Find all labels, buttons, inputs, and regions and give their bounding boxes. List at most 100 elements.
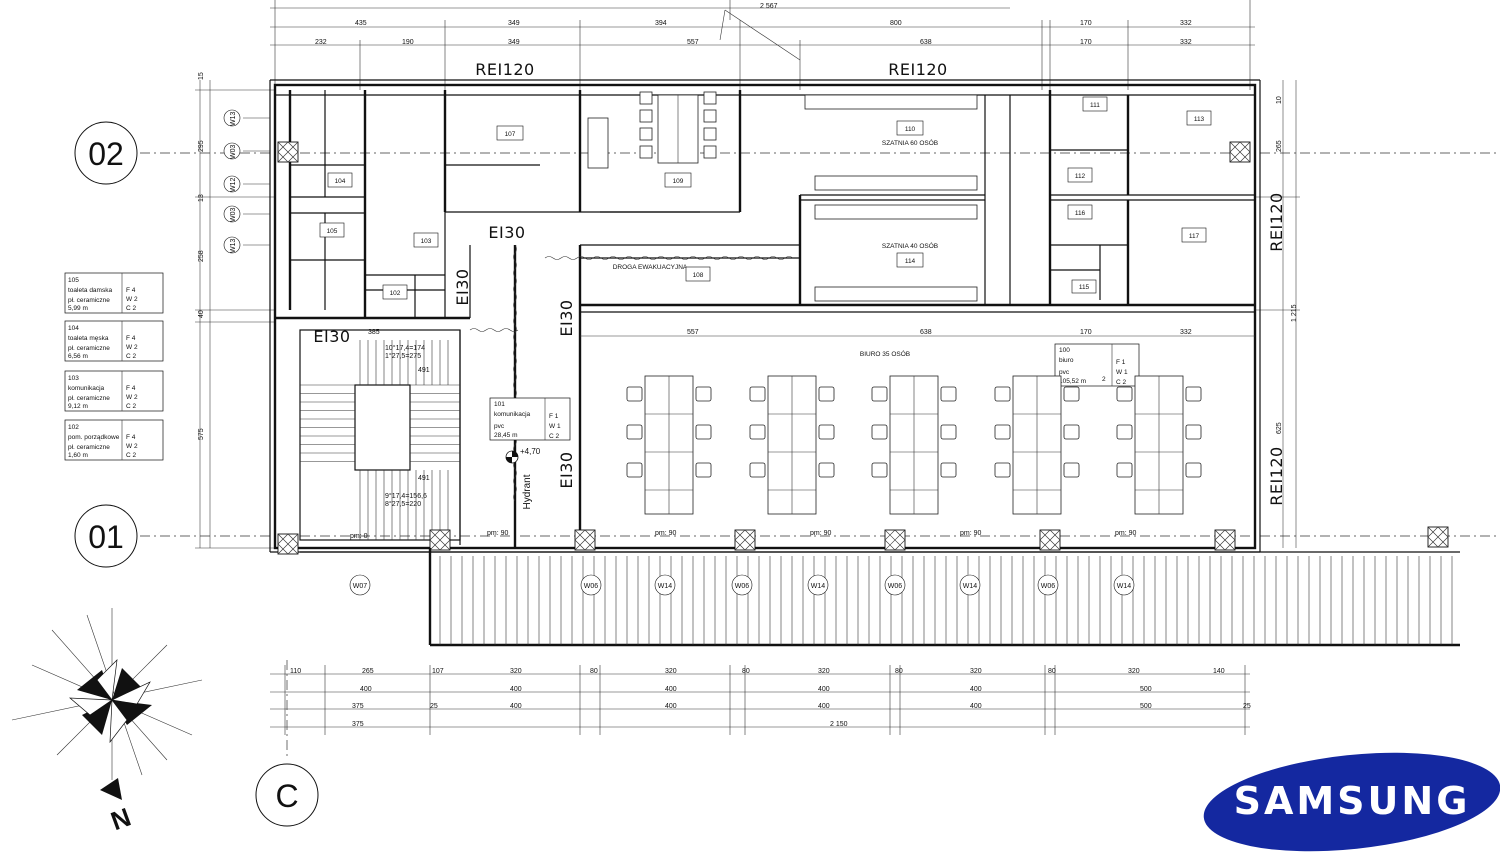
chair [695, 462, 712, 478]
desk-cluster [749, 375, 835, 515]
chair [1185, 386, 1202, 402]
facade-window-tag [1113, 574, 1135, 596]
window-tag [223, 142, 241, 160]
room-116: 116 [1075, 210, 1086, 217]
legend-f: F 4 [126, 434, 136, 441]
svg-text:pvc: pvc [494, 423, 505, 430]
legend-box [64, 272, 164, 314]
legend-name: toaleta męska [68, 335, 109, 342]
dim-bottom1: 107 [432, 668, 444, 675]
room-109: 109 [673, 178, 684, 185]
legend-f: F 4 [126, 335, 136, 342]
dim-bottom1: 80 [742, 668, 750, 675]
room-107: 107 [505, 131, 516, 138]
room-108-name: DROGA EWAKUACYJNA [613, 264, 688, 271]
fire-ei-e: EI30 [557, 451, 576, 488]
facade-window-tag [654, 574, 676, 596]
legend-name: toaleta damska [68, 287, 112, 294]
svg-text:638: 638 [920, 329, 932, 336]
dim-top1-d: 800 [890, 20, 902, 27]
dim-top2-f: 170 [1080, 39, 1092, 46]
dim-bottom3: 25 [430, 703, 438, 710]
svg-text:pm: 90: pm: 90 [487, 530, 509, 537]
chair [818, 386, 835, 402]
chair [818, 462, 835, 478]
dim-bottom1: 320 [510, 668, 522, 675]
legend-no: 105 [68, 277, 79, 284]
fire-rei-right-upper: REI120 [1267, 192, 1286, 251]
dim-top1-e: 170 [1080, 20, 1092, 27]
room-110: 110 [905, 126, 916, 133]
legend-c: C 2 [126, 353, 137, 360]
chair [818, 424, 835, 440]
office-furniture [626, 375, 1202, 515]
svg-text:28,45 m: 28,45 m [494, 432, 518, 439]
legend-name: komunikacja [68, 385, 105, 392]
dim-bottom3: 500 [1140, 703, 1152, 710]
legend-box [64, 370, 164, 412]
room-110-name: SZATNIA 60 OSÓB [882, 138, 938, 147]
chair [871, 462, 888, 478]
dim-bottom1: 80 [895, 668, 903, 675]
chair [1185, 424, 1202, 440]
north-label: N [107, 802, 135, 837]
room-108: 108 [693, 272, 704, 279]
room-115: 115 [1079, 284, 1090, 291]
facade-window-tag [884, 574, 906, 596]
dim-bottom2: 400 [360, 686, 372, 693]
walls [269, 79, 1261, 553]
room-tag-101: 101 komunikacja pvc 28,45 m F 1 W 1 C 2 [489, 397, 571, 441]
compass-rose [11, 608, 203, 780]
dim-bottom1: 265 [362, 668, 374, 675]
chair [994, 424, 1011, 440]
hydrant-label: Hydrant [522, 474, 533, 509]
dim-bottom2: 400 [818, 686, 830, 693]
room-112: 112 [1075, 173, 1086, 180]
dim-bottom3: 375 [352, 703, 364, 710]
chair [626, 462, 643, 478]
dim-left-b: 258 [198, 250, 205, 262]
legend-w: W 2 [126, 344, 138, 351]
chair [994, 386, 1011, 402]
samsung-logo: SAMSUNG [1202, 752, 1500, 852]
north-arrow: N [100, 778, 135, 836]
dim-bottom3: 25 [1243, 703, 1251, 710]
chair [749, 386, 766, 402]
room-113: 113 [1194, 116, 1205, 123]
chair [1116, 462, 1133, 478]
fire-ei-d: EI30 [557, 299, 576, 336]
dim-bottom1: 140 [1213, 668, 1225, 675]
chair [940, 386, 957, 402]
dim-bottom1: 320 [970, 668, 982, 675]
fire-rei-top-left: REI120 [475, 60, 534, 79]
dim-top1-a: 435 [355, 20, 367, 27]
conference-table [587, 91, 717, 169]
svg-text:2: 2 [1102, 376, 1106, 383]
facade-window-tag [731, 574, 753, 596]
room-111: 111 [1090, 102, 1100, 109]
dim-bottom1: 320 [1128, 668, 1140, 675]
desk-cluster [1116, 375, 1202, 515]
dim-bottom1: 320 [818, 668, 830, 675]
legend-c: C 2 [126, 305, 137, 312]
chair [1063, 386, 1080, 402]
dim-bottom2: 500 [1140, 686, 1152, 693]
room-103: 103 [421, 238, 432, 245]
legend-c: C 2 [126, 452, 137, 459]
window-code: W12 [230, 178, 237, 193]
room-114: 114 [905, 258, 916, 265]
room-tag-100: 100 biuro pvc 105,52 m 2 F 1 W 1 C 2 [1054, 343, 1140, 387]
svg-text:pm: 0: pm: 0 [350, 533, 368, 540]
chair [1063, 424, 1080, 440]
chair [1185, 462, 1202, 478]
room-105: 105 [327, 228, 338, 235]
window-code: W03 [230, 208, 237, 223]
facade-window-tag [807, 574, 829, 596]
legend-w: W 2 [126, 443, 138, 450]
dim-bottom1: 80 [1048, 668, 1056, 675]
dim-bottom3: 400 [970, 703, 982, 710]
dim-bottom4: 375 [352, 721, 364, 728]
